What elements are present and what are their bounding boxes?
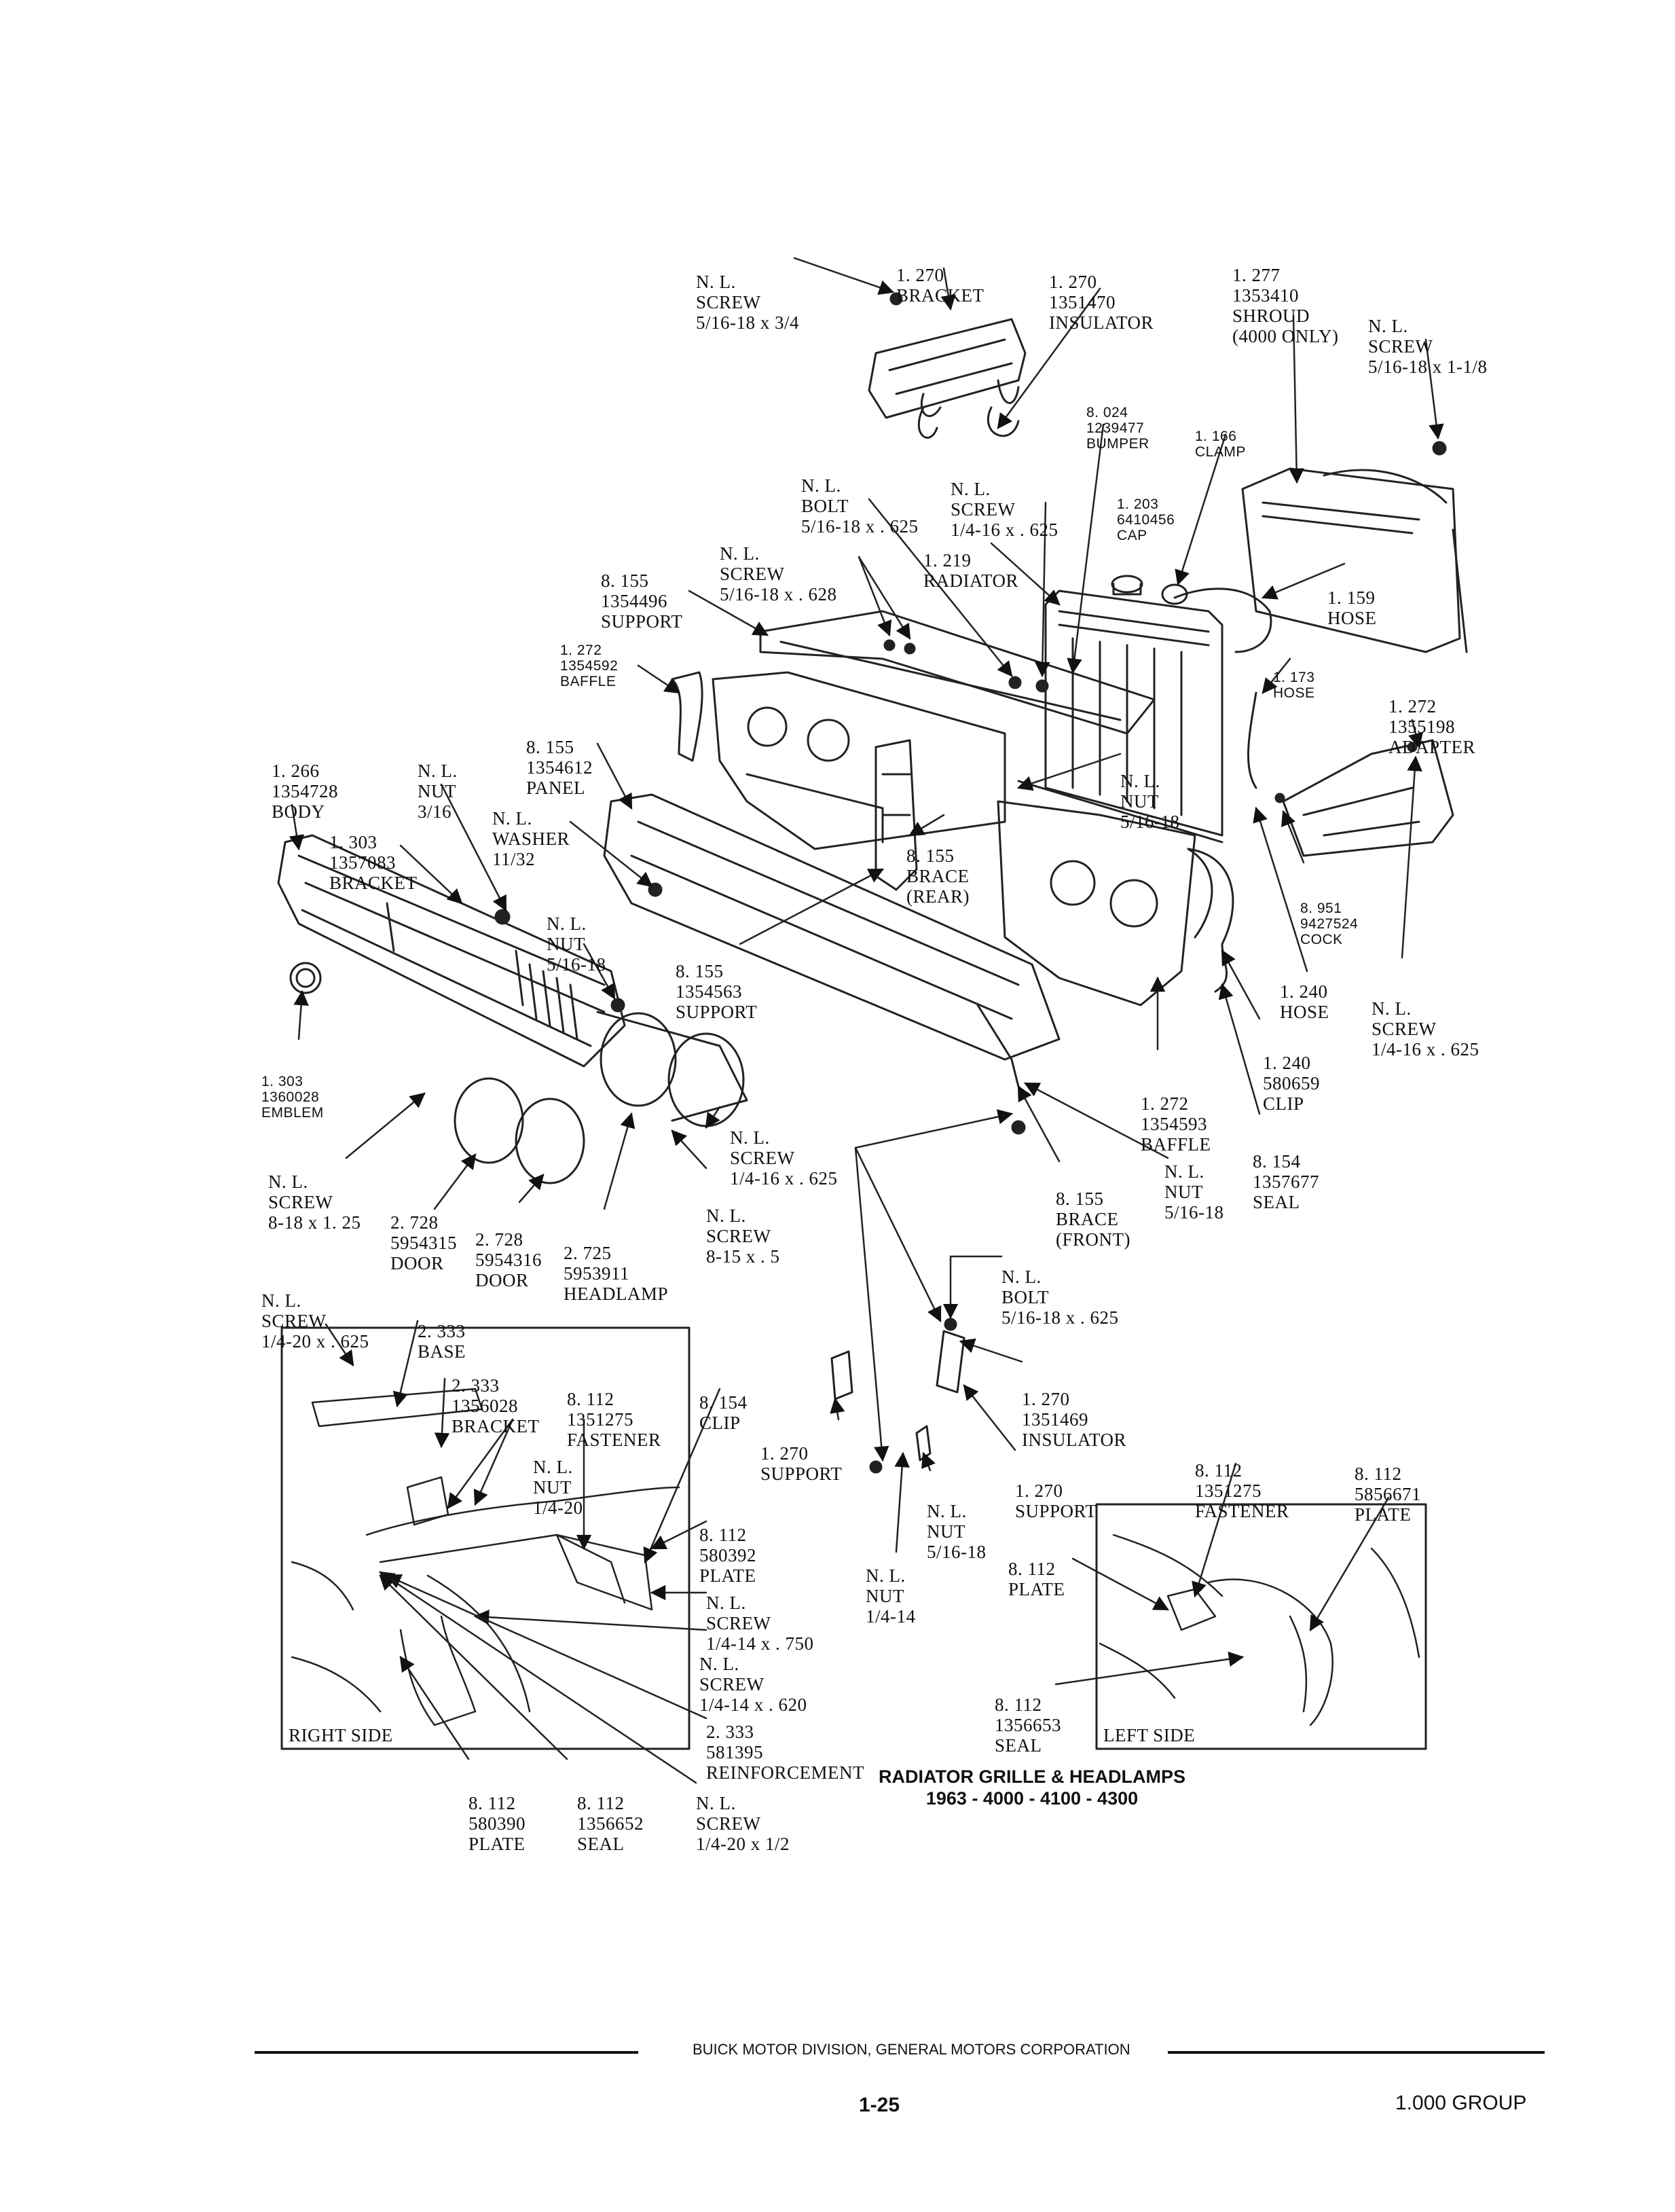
adapter-part — [1282, 739, 1454, 857]
top-insulator-parts — [917, 406, 1020, 439]
lower-support-part — [603, 793, 1061, 1061]
emblem-part — [289, 962, 322, 994]
upper-baffle-part — [671, 671, 703, 762]
brace-front-part — [976, 1004, 1027, 1095]
footer-company: BUICK MOTOR DIVISION, GENERAL MOTORS COR… — [693, 2041, 1130, 2058]
right-side-label: RIGHT SIDE — [289, 1725, 393, 1745]
lower-baffle-part — [997, 800, 1213, 1007]
top-bracket-part — [868, 318, 1027, 419]
grille-body-part — [277, 834, 626, 1068]
diagram-title: RADIATOR GRILLE & HEADLAMPS 1963 - 4000 … — [855, 1766, 1209, 1809]
leader-lines — [289, 257, 1444, 1784]
headlamp-door-parts — [454, 1077, 585, 1184]
lower-bracket-parts — [830, 1330, 965, 1462]
diagram-title-line1: RADIATOR GRILLE & HEADLAMPS — [879, 1766, 1185, 1787]
right-side-inset-frame — [280, 1326, 691, 1750]
radiator-hose-part — [1173, 587, 1272, 789]
radiator-cap-part — [1111, 575, 1143, 596]
clamp-part — [1161, 583, 1188, 605]
footer-rule-left — [255, 2051, 638, 2054]
left-side-label: LEFT SIDE — [1103, 1725, 1196, 1745]
diagram-title-line2: 1963 - 4000 - 4100 - 4300 — [925, 1788, 1139, 1809]
footer-rule-right — [1168, 2051, 1545, 2054]
left-side-fender-drawing — [1099, 1534, 1420, 1726]
brace-rear-part — [875, 739, 918, 891]
seal-part — [1187, 848, 1234, 993]
footer-group: 1.000 GROUP — [1395, 2092, 1527, 2114]
left-side-inset-frame — [1095, 1503, 1427, 1750]
footer-page-number: 1-25 — [859, 2094, 900, 2116]
